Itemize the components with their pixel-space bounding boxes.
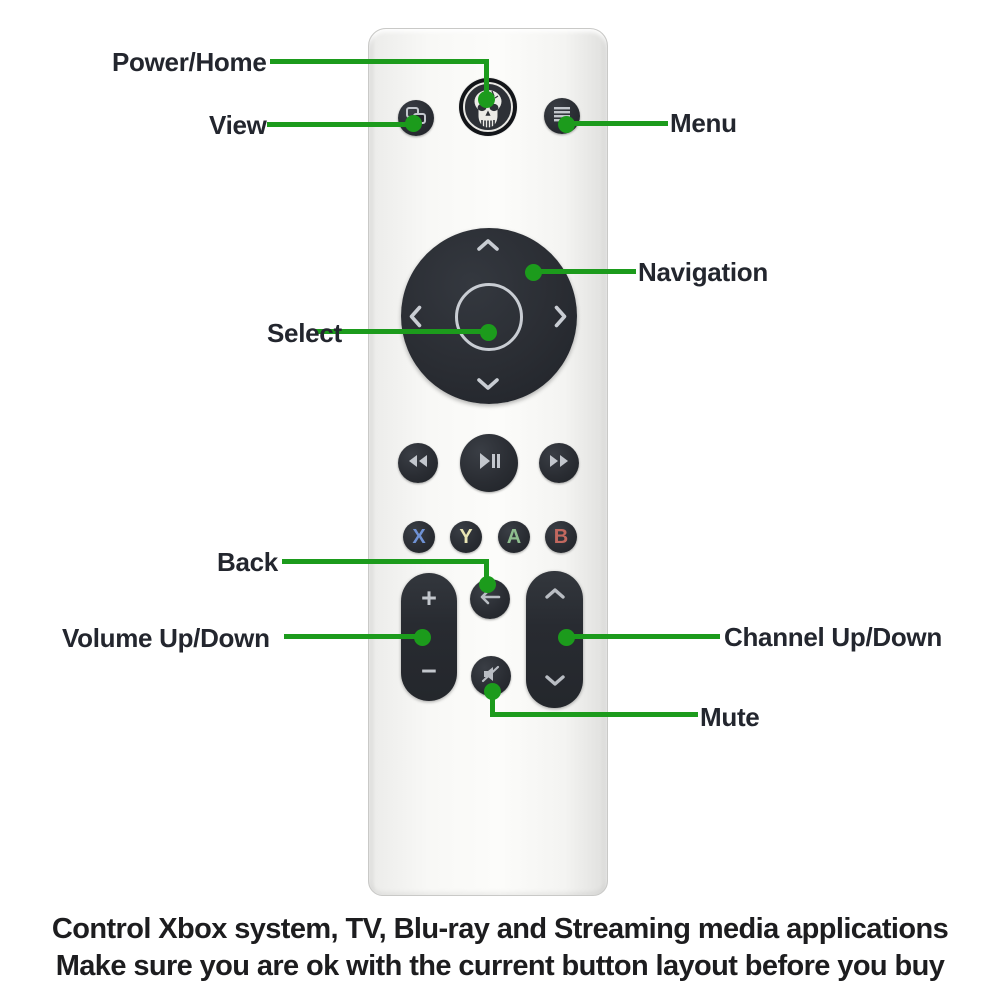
play-pause-icon [478, 452, 500, 475]
caption: Control Xbox system, TV, Blu-ray and Str… [0, 911, 1000, 985]
navigation-dpad [401, 228, 577, 404]
nav-left-icon [408, 304, 423, 330]
volume-up-label: + [421, 583, 437, 613]
annotation-dot-select [480, 324, 497, 341]
annotation-dot-power-home [478, 91, 495, 108]
y-button-letter: Y [459, 526, 473, 548]
annotation-line-select [315, 329, 485, 334]
rewind-icon [408, 454, 428, 473]
annotation-line-power-home-drop [484, 59, 489, 103]
channel-up-icon [544, 587, 566, 605]
nav-down-icon [475, 377, 501, 392]
annotation-label-power-home: Power/Home [112, 47, 267, 77]
volume-down-label: − [421, 656, 437, 686]
caption-line-1: Control Xbox system, TV, Blu-ray and Str… [51, 913, 949, 945]
annotation-line-mute [490, 712, 698, 717]
caption-line-2: Make sure you are ok with the current bu… [55, 950, 945, 982]
b-button: B [545, 521, 577, 553]
annotation-label-navigation: Navigation [638, 257, 768, 287]
a-button-letter: A [506, 526, 522, 548]
annotation-dot-mute [484, 683, 501, 700]
annotation-label-channel: Channel Up/Down [724, 622, 942, 652]
a-button: A [498, 521, 530, 553]
annotation-line-navigation [538, 269, 636, 274]
annotation-line-volume [284, 634, 420, 639]
select-button [455, 283, 523, 351]
annotation-label-menu: Menu [670, 108, 737, 138]
x-button: X [403, 521, 435, 553]
annotation-label-mute: Mute [700, 702, 760, 732]
x-button-letter: X [412, 526, 426, 548]
play-pause-button [460, 434, 518, 492]
annotation-line-power-home [270, 59, 489, 64]
annotation-line-view [267, 122, 412, 127]
fast-forward-icon [549, 454, 569, 473]
rewind-button [398, 443, 438, 483]
annotation-dot-menu [558, 116, 575, 133]
fast-forward-button [539, 443, 579, 483]
annotation-dot-navigation [525, 264, 542, 281]
annotation-line-channel [570, 634, 720, 639]
annotation-line-mute-drop [490, 692, 495, 717]
annotation-label-select: Select [267, 318, 342, 348]
annotation-dot-back [479, 576, 496, 593]
annotation-dot-channel [558, 629, 575, 646]
skull-power-icon [457, 77, 519, 142]
annotation-label-back: Back [217, 547, 278, 577]
nav-up-icon [475, 237, 501, 252]
annotation-label-view: View [209, 110, 267, 140]
mute-speaker-icon [481, 665, 501, 688]
mute-button [471, 656, 511, 696]
b-button-letter: B [553, 526, 569, 548]
nav-right-icon [554, 304, 569, 330]
annotation-line-back [282, 559, 489, 564]
y-button: Y [450, 521, 482, 553]
annotation-label-volume: Volume Up/Down [62, 623, 270, 653]
channel-down-icon [544, 674, 566, 692]
annotation-line-menu [570, 121, 668, 126]
annotation-line-back-drop [484, 559, 489, 586]
annotation-dot-view [405, 115, 422, 132]
remote-body: X Y A B + − [368, 28, 608, 896]
annotation-dot-volume [414, 629, 431, 646]
